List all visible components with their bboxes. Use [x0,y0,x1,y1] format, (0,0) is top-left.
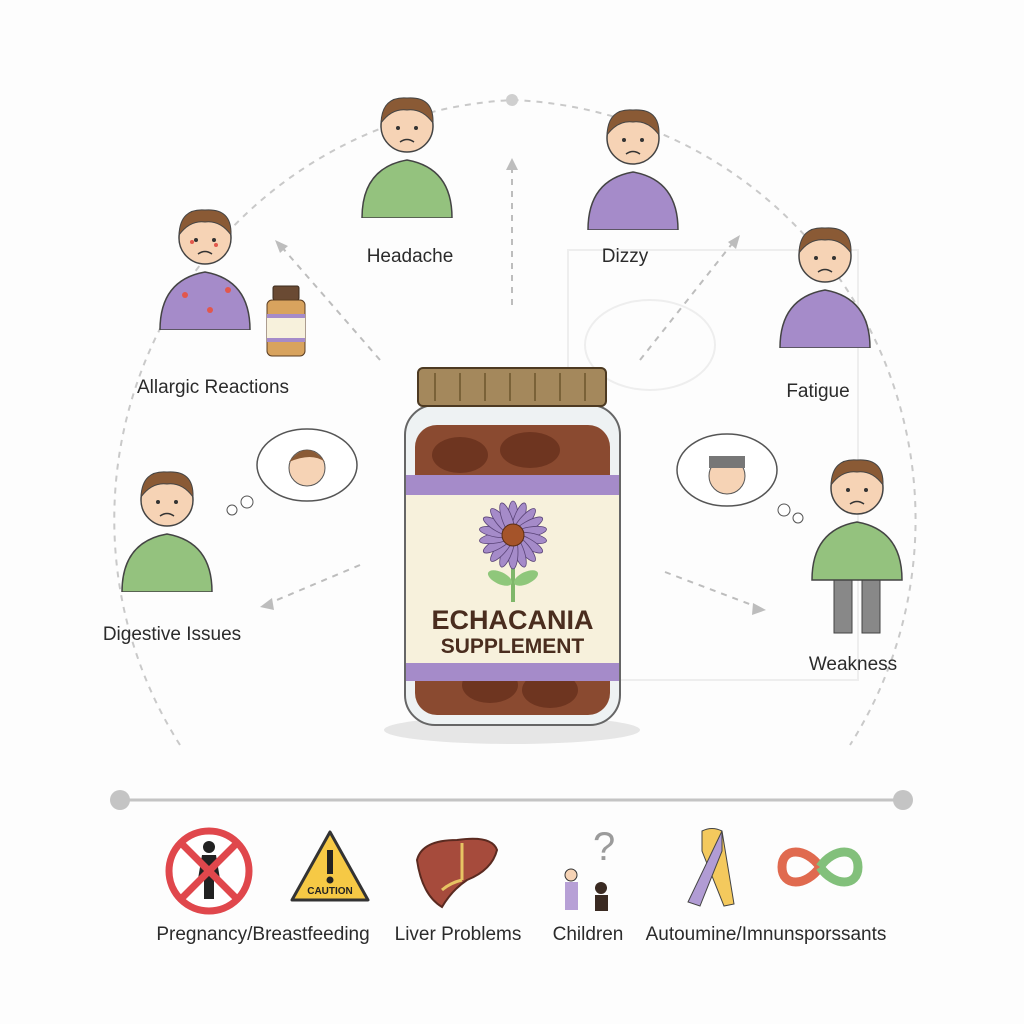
label-autoimmune-immunosuppressants: Autoumine/Imnunsporssants [645,924,887,945]
echinacea-flower-icon [479,500,547,602]
product-name-line2: SUPPLEMENT [440,635,585,658]
label-fatigue: Fatigue [786,381,850,402]
label-dizzy: Dizzy [601,246,649,267]
liver-icon [415,837,499,909]
person-figure [361,97,453,218]
caution-text: CAUTION [307,886,353,897]
person-figure [811,459,903,634]
medicine-bottle-icon [266,285,306,357]
dizzy-person-illustration [578,100,688,230]
thought-bubble-illustration [676,433,804,524]
label-allergic-reactions: Allargic Reactions [136,377,290,398]
person-figure [779,227,871,348]
label-weakness: Weakness [808,654,898,675]
person-figure [587,109,679,230]
label-pregnancy-breastfeeding: Pregnancy/Breastfeeding [156,924,370,945]
svg-text:?: ? [593,825,615,869]
infinity-icon [777,847,863,887]
label-liver-problems: Liver Problems [394,924,522,945]
caution-sign-icon: CAUTION [290,830,370,902]
allergic-person-illustration [150,200,260,330]
digestive-person-illustration [112,462,222,592]
fatigue-person-illustration [770,218,880,348]
label-children: Children [552,924,624,945]
person-figure [159,209,251,330]
no-pregnancy-icon [165,827,253,915]
supplement-jar: ECHACANIA SUPPLEMENT [380,365,645,750]
product-name-line1: ECHACANIA [431,605,594,635]
person-figure [121,471,213,592]
label-digestive-issues: Digestive Issues [102,624,242,645]
label-headache: Headache [366,246,454,267]
weakness-person-illustration [802,450,912,640]
awareness-ribbon-icon [687,828,735,907]
children-question-icon: ? [564,825,615,911]
thought-bubble-illustration [226,428,358,516]
headache-person-illustration [352,88,462,218]
